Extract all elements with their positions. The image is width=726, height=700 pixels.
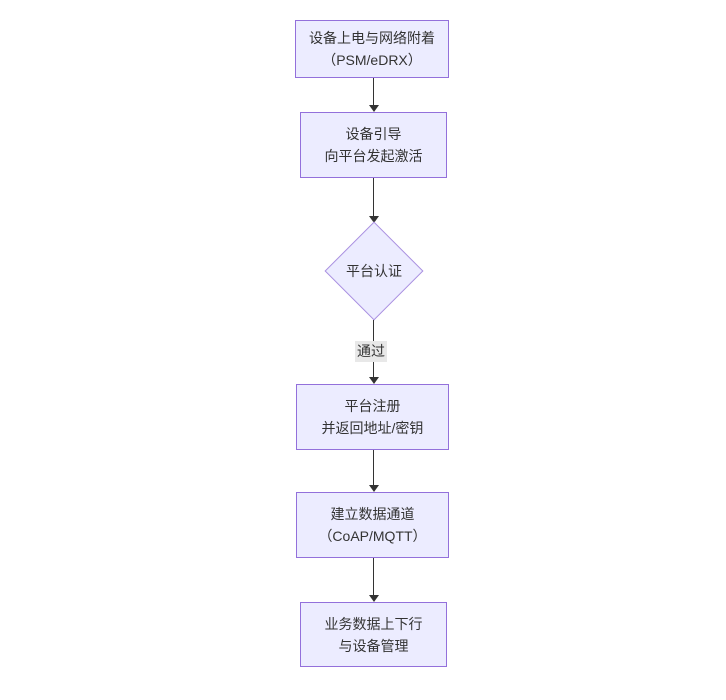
node-text-line: 与设备管理 xyxy=(338,637,409,654)
edge-label-pass: 通过 xyxy=(355,341,387,362)
arrowhead-down-icon xyxy=(369,377,379,384)
flow-node-bootstrap: 设备引导 向平台发起激活 xyxy=(300,112,447,178)
node-text-line: 设备上电与网络附着 xyxy=(309,30,435,46)
node-text-line: 设备引导 xyxy=(345,126,402,142)
node-text-line: （CoAP/MQTT） xyxy=(318,528,427,544)
edge-line-attach-boot xyxy=(373,78,374,105)
node-text-line: 向平台发起激活 xyxy=(324,148,423,164)
flow-node-platform-auth-label: 平台认证 xyxy=(346,263,402,279)
node-text-line: 并返回地址/密钥 xyxy=(321,420,424,436)
node-text-line: 建立数据通道 xyxy=(330,506,415,522)
edge-line-boot-auth xyxy=(373,178,374,216)
edge-line-channel-business xyxy=(373,558,374,595)
arrowhead-down-icon xyxy=(369,216,379,223)
flow-node-data-channel: 建立数据通道 （CoAP/MQTT） xyxy=(296,492,449,558)
arrowhead-down-icon xyxy=(369,105,379,112)
node-text-line: （PSM/eDRX） xyxy=(322,52,422,68)
arrowhead-down-icon xyxy=(369,485,379,492)
node-text-line: 平台注册 xyxy=(344,398,401,414)
flow-node-business-data: 业务数据上下行 与设备管理 xyxy=(300,602,447,667)
flow-node-platform-register: 平台注册 并返回地址/密钥 xyxy=(296,384,449,450)
node-text-line: 业务数据上下行 xyxy=(324,615,423,632)
edge-line-register-channel xyxy=(373,450,374,485)
flow-node-power-attach: 设备上电与网络附着 （PSM/eDRX） xyxy=(295,20,449,78)
arrowhead-down-icon xyxy=(369,595,379,602)
